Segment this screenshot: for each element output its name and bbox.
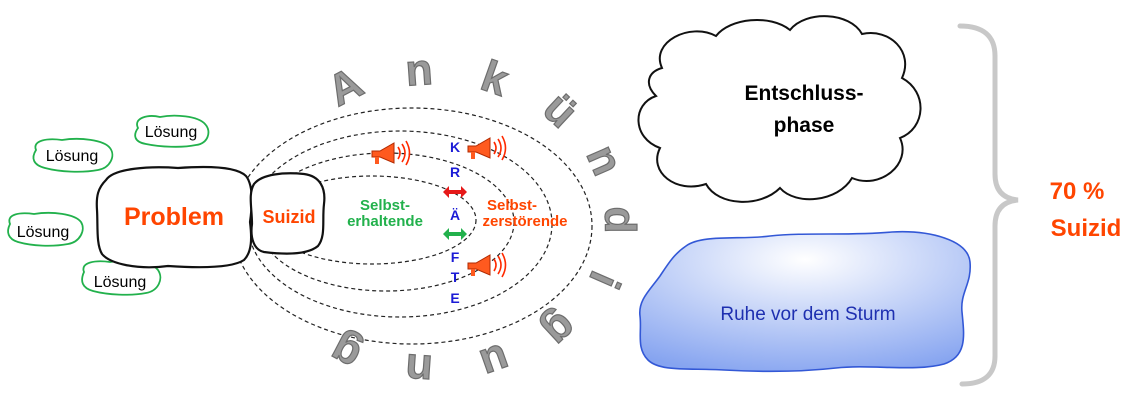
suicide-rock: Suizid: [249, 172, 326, 255]
solution-cloud-2: Lösung: [32, 137, 114, 173]
forces-letter-f: F: [451, 249, 460, 265]
curly-brace: [957, 23, 1019, 387]
self-preserving-label: Selbst- erhaltende: [347, 197, 423, 230]
forces-letter-t: T: [451, 269, 460, 285]
megaphone-icon: [467, 135, 507, 161]
decision-phase-cloud: Entschluss- phase: [637, 15, 922, 203]
problem-rock: Problem: [95, 165, 253, 269]
forces-letter-ae: Ä: [450, 207, 460, 223]
forces-letter-e: E: [450, 290, 459, 306]
announcement-letter: i: [579, 264, 629, 295]
calm-before-storm-label: Ruhe vor dem Sturm: [720, 304, 895, 325]
suicide-label: Suizid: [263, 207, 316, 227]
announcement-letter: d: [596, 207, 645, 234]
self-destructive-label: Selbst- zerstörende: [482, 197, 567, 230]
self-destructive-line-2: zerstörende: [482, 213, 567, 230]
announcement-letter: n: [404, 344, 434, 394]
megaphone-icon: [371, 140, 411, 166]
self-destructive-line-1: Selbst-: [487, 197, 537, 214]
solution-cloud-3: Lösung: [7, 211, 84, 247]
megaphone-icon: [467, 252, 507, 278]
announcement-letter: n: [404, 45, 434, 96]
self-preserving-line-1: Selbst-: [360, 197, 410, 214]
solution-cloud-1: Lösung: [134, 114, 210, 148]
solution-label-2: Lösung: [46, 148, 99, 165]
double-arrow-icon: [443, 186, 467, 198]
ellipse-middle: [247, 130, 553, 318]
announcement-letter: A: [320, 58, 371, 116]
result-line-2: Suizid: [1051, 215, 1122, 242]
forces-word: K R Ä F T E: [450, 139, 460, 306]
announcement-letter: g: [322, 325, 368, 381]
solution-label-3: Lösung: [17, 224, 70, 241]
problem-label: Problem: [124, 203, 224, 231]
forces-letter-r: R: [450, 164, 460, 180]
result-label: 70 % Suizid: [1050, 178, 1122, 242]
self-preserving-line-2: erhaltende: [347, 213, 423, 230]
result-line-1: 70 %: [1050, 178, 1105, 205]
announcement-letter: k: [475, 51, 515, 106]
solution-label-4: Lösung: [94, 274, 147, 291]
announcement-letter: g: [534, 303, 587, 357]
decision-phase-line-1: Entschluss-: [744, 82, 863, 105]
announcement-letter: n: [577, 138, 633, 182]
forces-letter-k: K: [450, 139, 460, 155]
announcement-letter: ü: [534, 83, 587, 137]
double-arrow-icon: [443, 228, 467, 240]
calm-before-storm-shape: Ruhe vor dem Sturm: [639, 230, 971, 373]
solution-cloud-4: Lösung: [81, 259, 162, 296]
announcement-letter: u: [474, 334, 516, 389]
decision-phase-line-2: phase: [774, 114, 835, 137]
solution-label-1: Lösung: [145, 124, 198, 141]
